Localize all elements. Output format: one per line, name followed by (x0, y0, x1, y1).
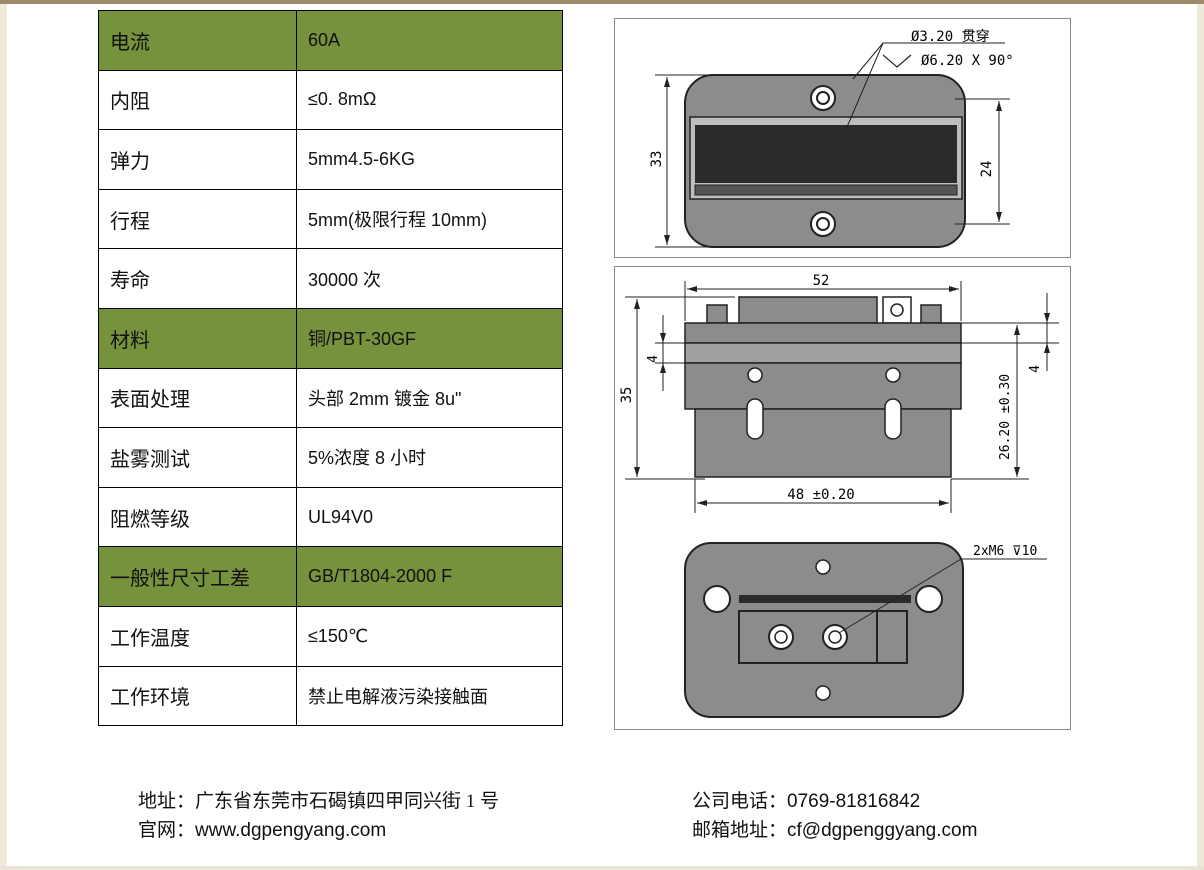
side-flange (684, 322, 962, 344)
spec-value: 30000 次 (296, 248, 563, 309)
spec-label: 行程 (98, 188, 297, 250)
phone-label: 公司电话： (692, 791, 788, 812)
dim-height-inner: 24 (979, 161, 995, 178)
spec-label: 工作温度 (98, 605, 297, 667)
spec-value: 5mm4.5-6KG (296, 129, 563, 190)
email-label: 邮箱地址： (692, 820, 788, 841)
bottom-ear-left (703, 585, 731, 613)
front-slot (695, 125, 957, 183)
spec-value: ≤0. 8mΩ (296, 69, 563, 131)
dim-small-left: 4 (646, 355, 661, 363)
spec-row: 内阻≤0. 8mΩ (98, 69, 563, 131)
dim-width-top: 52 (813, 273, 830, 289)
spec-label: 一般性尺寸工差 (98, 546, 297, 607)
drawing-front-view: 33 24 Ø3.20 贯穿 Ø6.20 X 90° (614, 18, 1071, 258)
thread-note: 2xM6 ⊽10 (973, 544, 1037, 559)
page-right-margin (1197, 4, 1204, 870)
side-mid (684, 362, 962, 410)
side-pin-left (706, 304, 728, 324)
page-bottom-margin (0, 866, 1204, 870)
spec-value: 禁止电解液污染接触面 (296, 665, 563, 727)
spec-label: 阻燃等级 (98, 486, 297, 548)
front-rail (694, 184, 958, 196)
spec-value: GB/T1804-2000 F (296, 546, 563, 607)
footer-email: 邮箱地址：cf@dgpenggyang.com (692, 816, 977, 845)
side-pin-right (920, 304, 942, 324)
hole-note-countersink: Ø6.20 X 90° (921, 53, 1014, 69)
page-left-margin (0, 4, 7, 870)
side-slot-right (884, 398, 902, 440)
spec-value: 60A (296, 10, 563, 71)
spec-value: UL94V0 (296, 486, 563, 548)
footer-phone: 公司电话：0769-81816842 (692, 787, 920, 816)
dim-height-total: 33 (649, 151, 665, 168)
spec-row: 工作环境禁止电解液污染接触面 (98, 665, 563, 727)
bottom-groove (739, 595, 911, 603)
website-label: 官网： (138, 820, 196, 841)
spec-label: 弹力 (98, 129, 297, 190)
email-link[interactable]: cf@dgpenggyang.com (787, 820, 978, 841)
address-label: 地址： (138, 791, 196, 812)
spec-label: 表面处理 (98, 367, 297, 429)
phone-value: 0769-81816842 (787, 791, 921, 812)
spec-label: 材料 (98, 307, 297, 369)
footer-website: 官网：www.dgpengyang.com (138, 816, 386, 845)
dim-height-right: 26.20 ±0.30 (998, 374, 1013, 460)
address-value: 广东省东莞市石碣镇四甲同兴街 1 号 (195, 791, 500, 812)
dim-small-right: 4 (1028, 365, 1043, 373)
bottom-ear-right (915, 585, 943, 613)
spec-label: 电流 (98, 10, 297, 71)
side-lower-body (694, 408, 952, 478)
spec-value: 5%浓度 8 小时 (296, 427, 563, 488)
website-link[interactable]: www.dgpengyang.com (195, 820, 387, 841)
dim-height-left: 35 (619, 387, 635, 404)
hole-note-thru: Ø3.20 贯穿 (911, 29, 990, 45)
dim-width-bottom: 48 ±0.20 (787, 487, 854, 503)
page-top-border (0, 0, 1204, 4)
spec-row: 工作温度≤150℃ (98, 605, 563, 667)
spec-row: 材料铜/PBT-30GF (98, 307, 563, 369)
side-view-svg: 52 35 4 4 26.20 ±0.30 48 ±0.20 (619, 273, 1059, 718)
footer-address: 地址：广东省东莞市石碣镇四甲同兴街 1 号 (138, 787, 499, 816)
side-band (684, 342, 962, 364)
spec-label: 工作环境 (98, 665, 297, 727)
spec-row: 表面处理头部 2mm 镀金 8u" (98, 367, 563, 429)
drawing-side-bottom-view: 52 35 4 4 26.20 ±0.30 48 ±0.20 (614, 266, 1071, 730)
side-top-boss (738, 296, 878, 324)
spec-value: 5mm(极限行程 10mm) (296, 188, 563, 250)
spec-value: 头部 2mm 镀金 8u" (296, 367, 563, 429)
spec-label: 内阻 (98, 69, 297, 131)
side-slot-left (746, 398, 764, 440)
front-view-svg: 33 24 Ø3.20 贯穿 Ø6.20 X 90° (649, 29, 1014, 248)
spec-label: 盐雾测试 (98, 427, 297, 488)
spec-value: ≤150℃ (296, 605, 563, 667)
spec-label: 寿命 (98, 248, 297, 309)
spec-value: 铜/PBT-30GF (296, 307, 563, 369)
